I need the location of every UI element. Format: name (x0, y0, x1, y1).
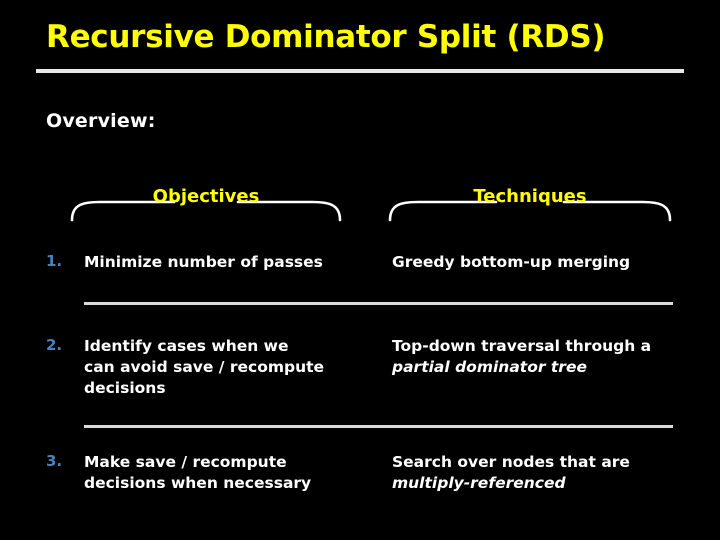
objective-line: Minimize number of passes (84, 253, 323, 271)
column-header-objectives: Objectives (70, 186, 342, 222)
row-number: 2. (46, 336, 63, 354)
objective-line: decisions when necessary (84, 474, 312, 492)
column-header-label: Techniques (473, 186, 587, 207)
objective-line: decisions (84, 379, 166, 397)
technique-line-emphasis: multiply-referenced (392, 474, 566, 492)
objective-line: Identify cases when we (84, 337, 289, 355)
row-number: 1. (46, 252, 63, 270)
row-technique-cell: Greedy bottom-up merging (392, 252, 682, 273)
column-header-label: Objectives (152, 186, 260, 207)
row-technique-cell: Search over nodes that are multiply-refe… (392, 452, 682, 494)
section-label-overview: Overview: (46, 110, 156, 132)
objective-line: can avoid save / recompute (84, 358, 325, 376)
column-header-techniques: Techniques (388, 186, 672, 222)
technique-line: Top-down traversal through a (392, 337, 652, 355)
technique-line-emphasis: partial dominator tree (392, 358, 587, 376)
technique-line: Search over nodes that are (392, 453, 630, 471)
row-technique-cell: Top-down traversal through a partial dom… (392, 336, 682, 378)
row-divider (84, 425, 673, 428)
row-number: 3. (46, 452, 63, 470)
technique-line: Greedy bottom-up merging (392, 253, 631, 271)
row-objective-cell: Minimize number of passes (84, 252, 384, 273)
title-divider (36, 69, 684, 73)
row-objective-cell: Identify cases when we can avoid save / … (84, 336, 384, 399)
row-divider (84, 302, 673, 305)
objective-line: Make save / recompute (84, 453, 287, 471)
page-title: Recursive Dominator Split (RDS) (46, 19, 606, 55)
row-objective-cell: Make save / recompute decisions when nec… (84, 452, 384, 494)
